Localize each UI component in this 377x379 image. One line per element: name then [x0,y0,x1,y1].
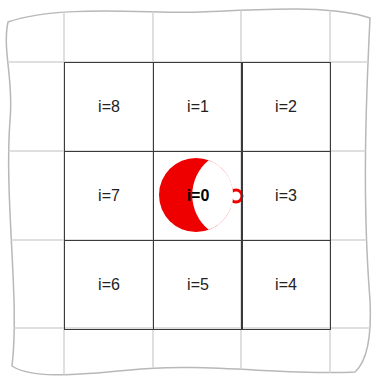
grid-cell: i=8 [64,62,154,152]
grid-cell: i=1 [153,62,243,152]
cell-index: i=5 [187,276,209,294]
grid-cell: i=0 [153,151,243,241]
cell-index: i=0 [187,187,210,205]
grid-cell: i=3 [241,151,331,241]
grid-cell: i=2 [241,62,331,152]
cell-index: i=6 [98,276,120,294]
cell-index: i=3 [275,187,297,205]
map-outline [6,9,370,375]
grid-cell: i=4 [241,240,331,330]
cell-index: i=7 [98,187,120,205]
cell-index: i=8 [98,98,120,116]
grid-cell: i=5 [153,240,243,330]
cell-index: i=4 [275,276,297,294]
robot-symbol [159,158,242,232]
cell-index: i=2 [275,98,297,116]
cell-index: i=1 [187,98,209,116]
grid-cell: i=7 [64,151,154,241]
grid-cell: i=6 [64,240,154,330]
